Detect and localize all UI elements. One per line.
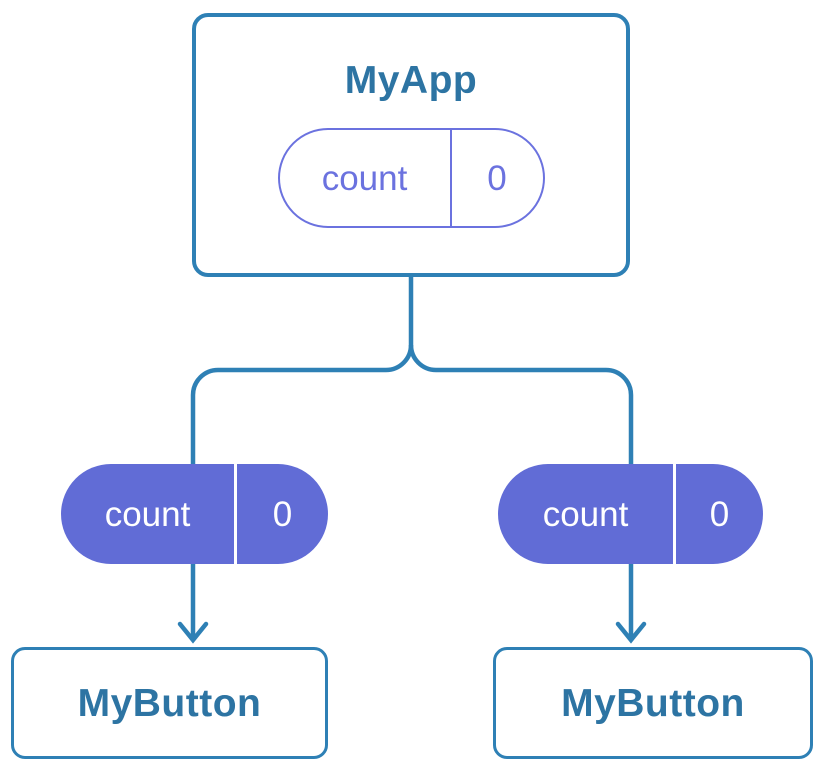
right-arrowhead-down-icon	[615, 621, 647, 644]
state-pill-divider	[449, 130, 452, 226]
left-prop-value-label: 0	[272, 494, 293, 534]
root-state-pill: count 0	[277, 128, 545, 228]
left-prop-name-label: count	[104, 494, 191, 534]
left-child-component-node: MyButton	[11, 647, 328, 759]
left-prop-pill: count 0	[61, 464, 328, 564]
right-child-component-title: MyButton	[561, 681, 745, 725]
state-name-label: count	[321, 158, 408, 198]
left-arrowhead-down-icon	[177, 621, 209, 644]
right-prop-pill: count 0	[498, 464, 763, 564]
root-component-node: MyApp count 0	[192, 13, 630, 277]
right-branch-line	[408, 344, 634, 464]
root-component-title: MyApp	[344, 59, 478, 102]
right-prop-pill-divider	[673, 464, 676, 564]
left-child-component-title: MyButton	[77, 681, 262, 725]
left-prop-pill-divider	[234, 464, 237, 564]
right-prop-name-label: count	[542, 494, 629, 534]
right-child-component-node: MyButton	[493, 647, 813, 759]
left-branch-line	[190, 344, 414, 464]
state-value-label: 0	[487, 158, 507, 198]
right-prop-value-label: 0	[709, 494, 730, 534]
